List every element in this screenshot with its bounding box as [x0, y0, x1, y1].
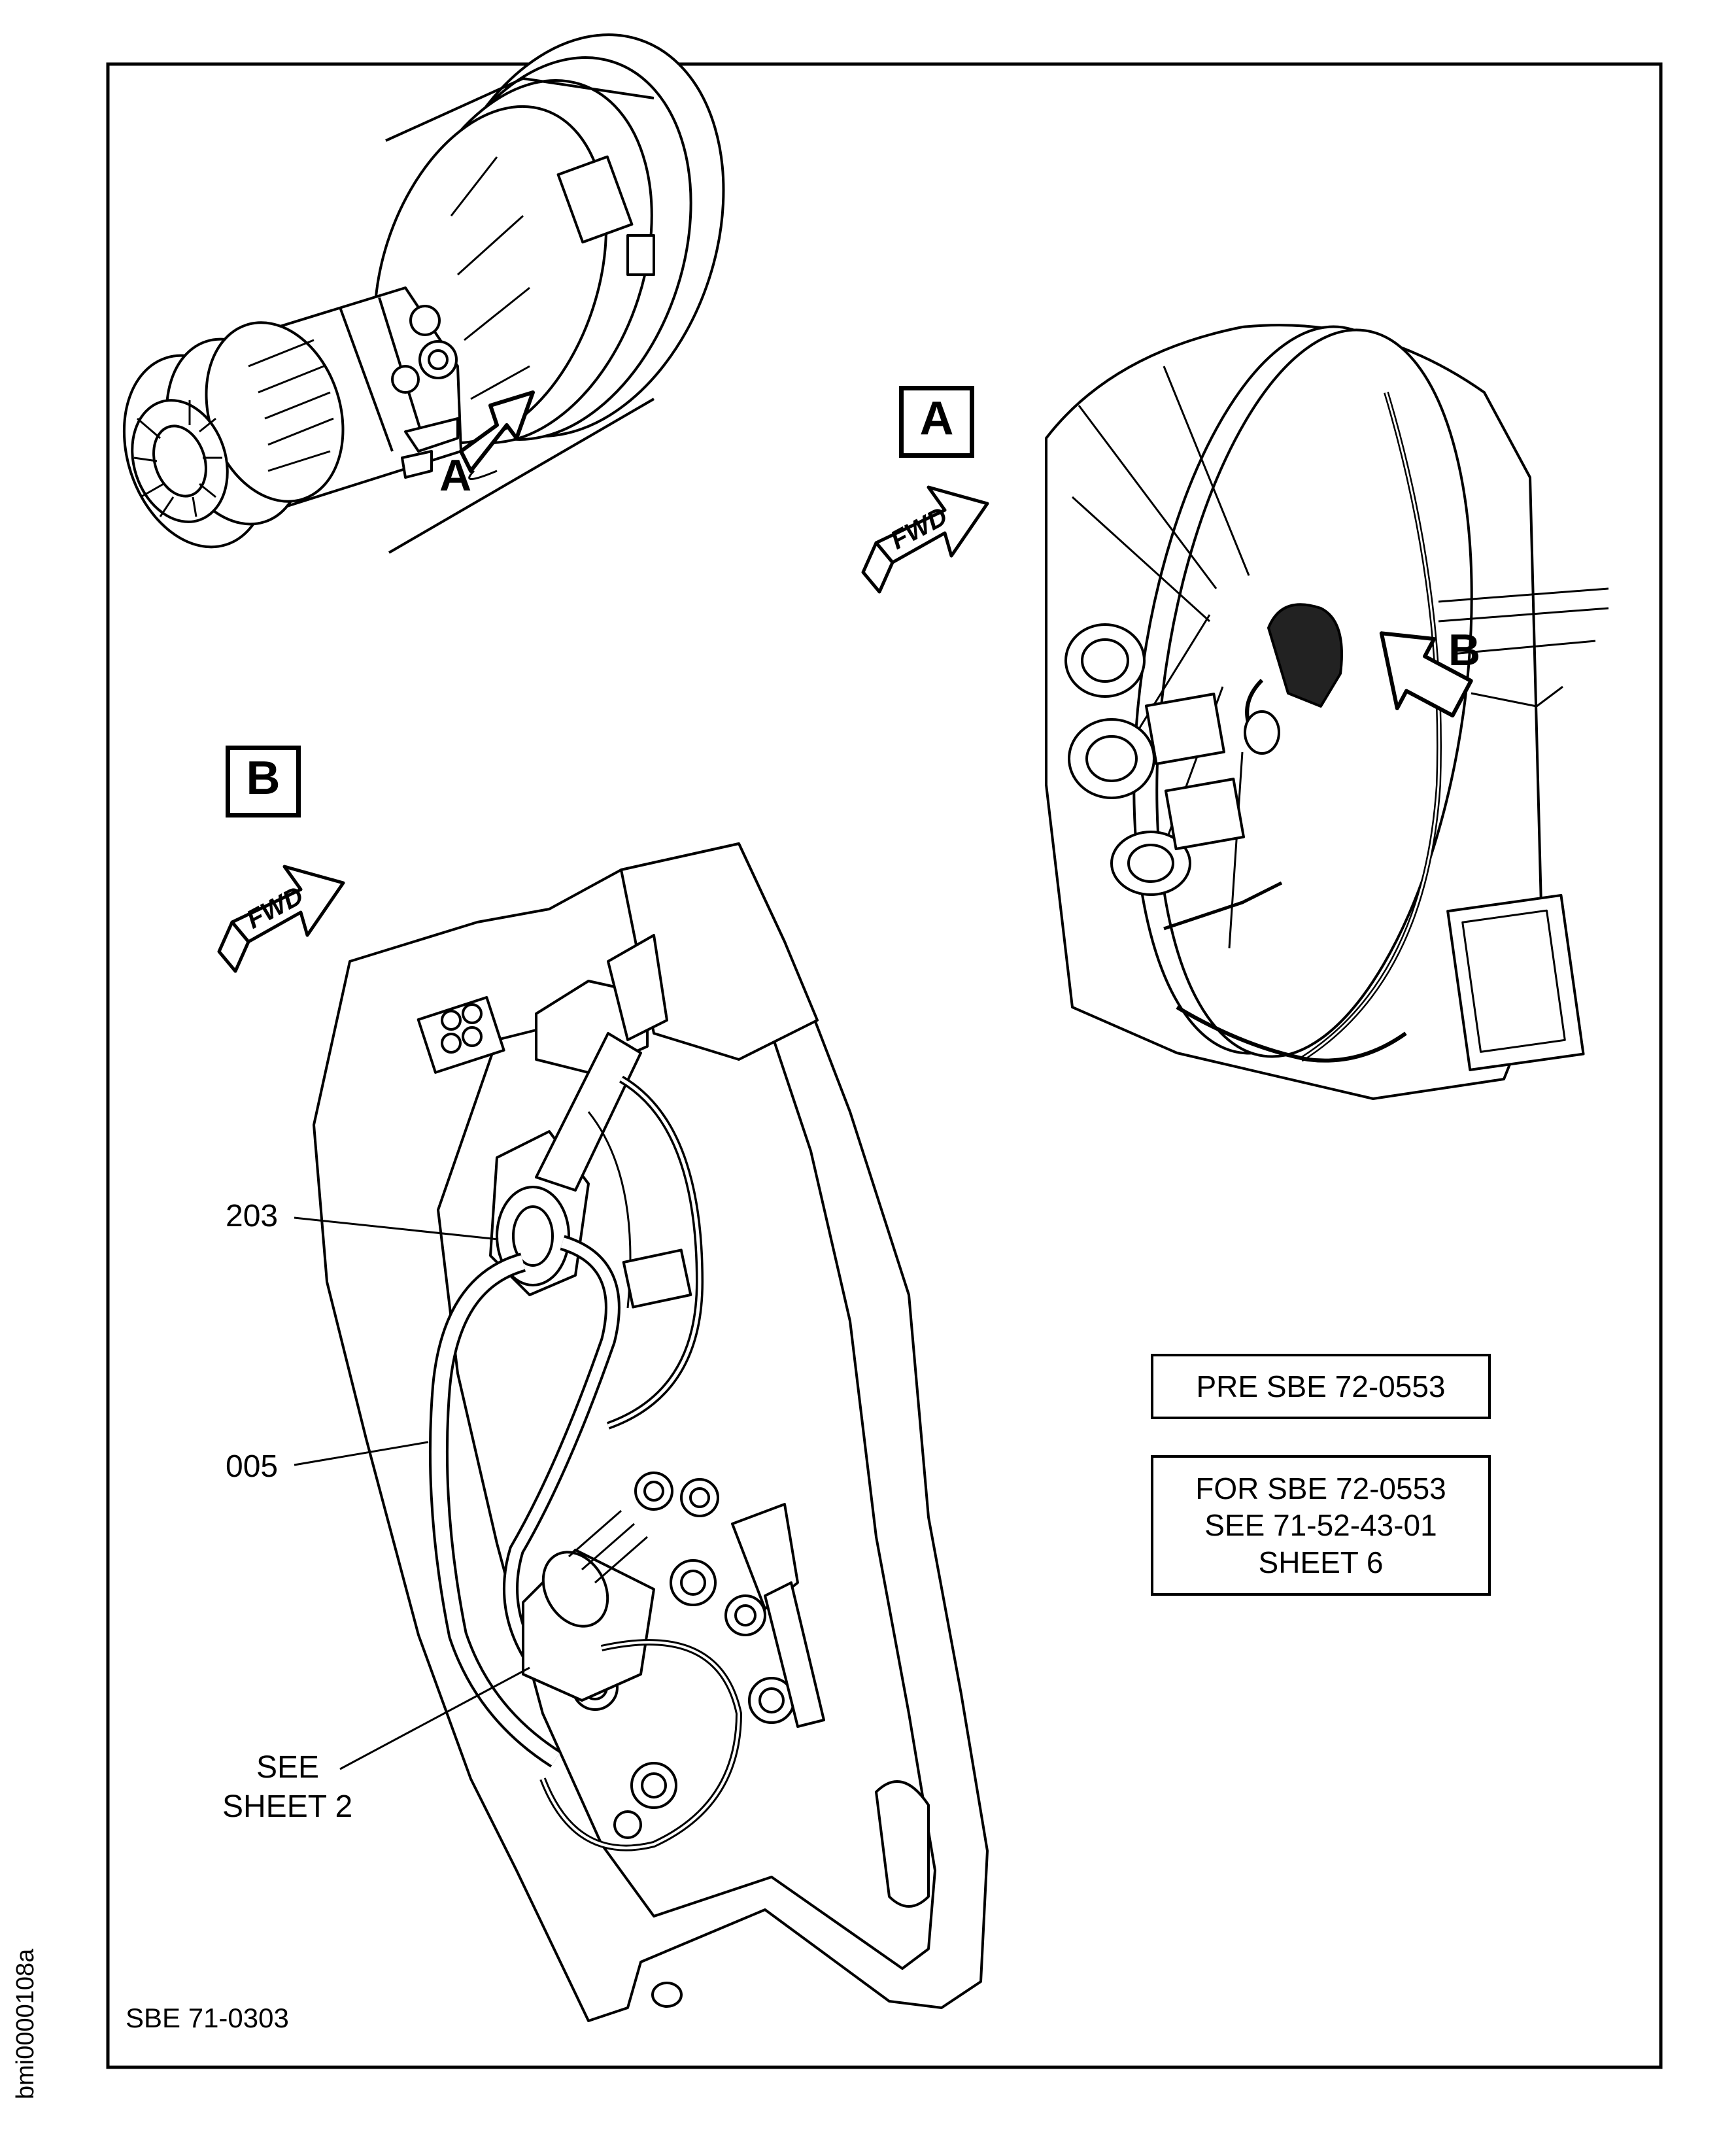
- callout-see-sheet-line1: SEE: [256, 1750, 320, 1785]
- view-b-label: B: [226, 746, 301, 817]
- for-sbe-note: FOR SBE 72-0553 SEE 71-52-43-01 SHEET 6: [1151, 1455, 1491, 1596]
- for-sbe-line2: SEE 71-52-43-01: [1204, 1508, 1437, 1543]
- leader-lines: [294, 1216, 530, 1770]
- fwd-arrow-view-a: [861, 485, 989, 594]
- for-sbe-line1: FOR SBE 72-0553: [1195, 1471, 1446, 1506]
- view-a-illustration: [1045, 324, 1609, 1100]
- drawing-border: [106, 62, 1663, 2069]
- engine-overview-illustration: [122, 33, 725, 554]
- drawing-id: bmi0000108a: [12, 1948, 39, 2099]
- callout-005: 005: [226, 1449, 279, 1484]
- for-sbe-line3: SHEET 6: [1258, 1545, 1384, 1579]
- engine-pointer-arrow: [459, 390, 535, 473]
- view-a-arrow-letter: B: [1448, 625, 1481, 675]
- callout-203: 203: [226, 1199, 279, 1233]
- callout-see-sheet-line2: SHEET 2: [222, 1789, 353, 1824]
- fwd-arrow-view-b: [217, 865, 345, 973]
- pre-sbe-text: PRE SBE 72-0553: [1196, 1369, 1446, 1403]
- view-a-pointer-arrow: [1379, 631, 1473, 718]
- view-a-label: A: [899, 386, 974, 458]
- pre-sbe-note: PRE SBE 72-0553: [1151, 1354, 1491, 1419]
- view-b-illustration: [313, 842, 989, 2022]
- engine-arrow-letter: A: [439, 451, 472, 500]
- sbe-reference: SBE 71-0303: [126, 2003, 289, 2033]
